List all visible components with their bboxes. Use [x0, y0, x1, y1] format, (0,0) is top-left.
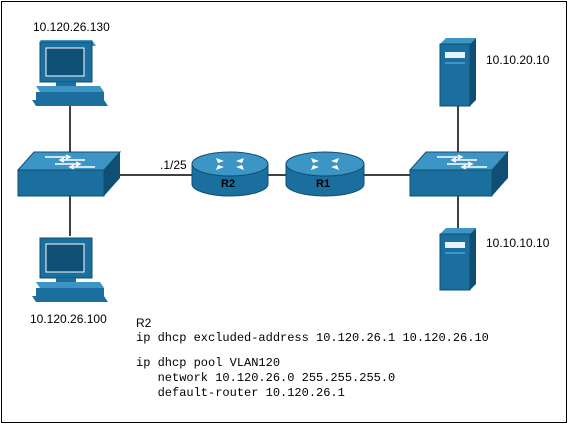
config-line-dhcp-pool: ip dhcp pool VLAN120: [136, 356, 281, 370]
router-icon: [285, 151, 365, 197]
router-icon: [191, 151, 269, 197]
pc-icon: [32, 237, 108, 302]
server-icon: [439, 38, 476, 107]
r2-interface-label: .1/25: [160, 158, 187, 172]
switch-icon: [16, 151, 122, 197]
config-line-network: network 10.120.26.0 255.255.255.0: [136, 371, 396, 385]
config-spacer: [136, 346, 489, 356]
router-r2-label: R2: [221, 178, 236, 190]
pc-top-ip-label: 10.120.26.130: [33, 20, 110, 34]
r2-config-block: R2 ip dhcp excluded-address 10.120.26.1 …: [136, 316, 489, 401]
config-title: R2: [136, 316, 152, 330]
server-bottom-ip-label: 10.10.10.10: [486, 236, 550, 250]
pc-icon: [32, 40, 108, 106]
config-line-default-router: default-router 10.120.26.1: [136, 386, 345, 400]
pc-bottom-ip-label: 10.120.26.100: [30, 312, 107, 326]
config-line-excluded-address: ip dhcp excluded-address 10.120.26.1 10.…: [136, 331, 489, 345]
server-top-ip-label: 10.10.20.10: [486, 53, 550, 67]
server-icon: [439, 228, 476, 291]
router-r1-label: R1: [316, 178, 331, 190]
switch-icon: [408, 151, 510, 197]
links: [69, 106, 459, 236]
